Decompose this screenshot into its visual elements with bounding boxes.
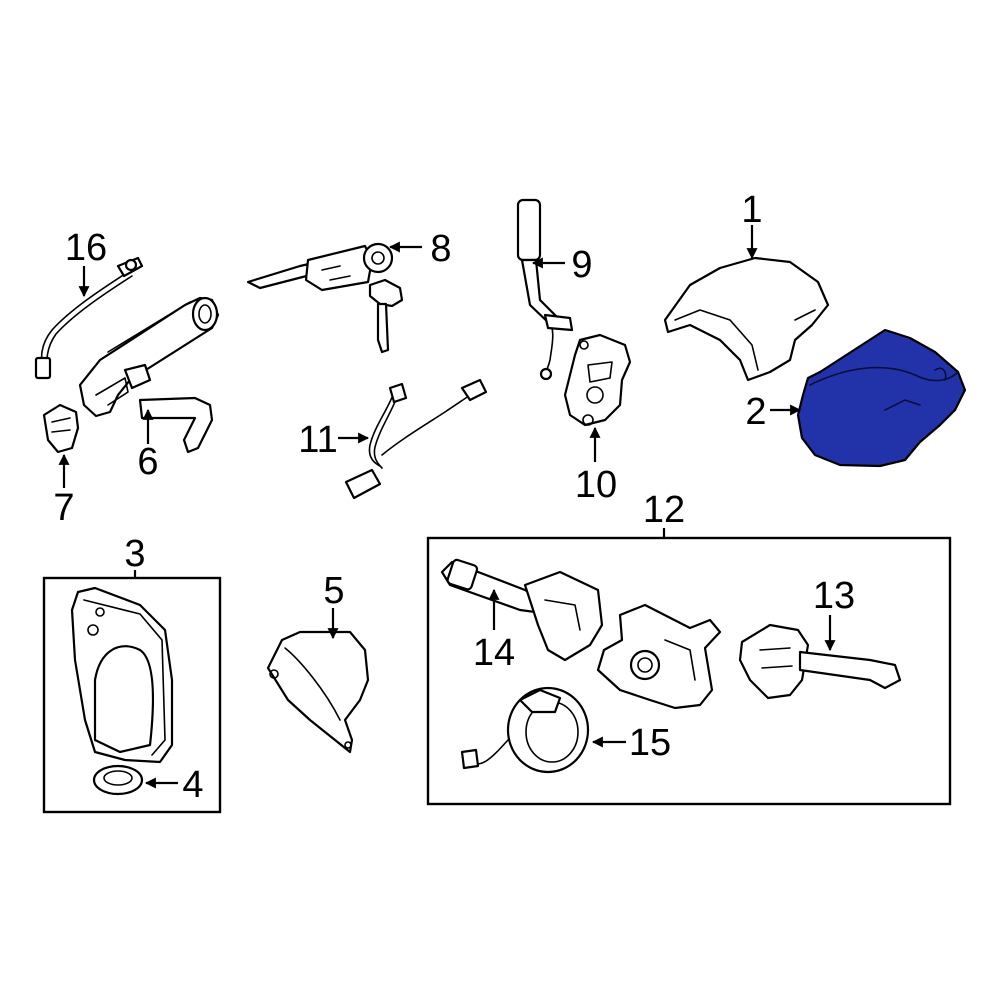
part-8-lock-cylinder[interactable] [246,242,404,354]
callout-4[interactable]: 4 [182,764,203,806]
part-7-switch[interactable] [42,403,80,454]
callout-7[interactable]: 7 [53,487,74,529]
callout-16[interactable]: 16 [65,227,107,269]
part-13-wiper-switch[interactable] [738,623,902,700]
leader-lines [58,225,836,789]
callout-numbers: 1 2 3 4 5 6 7 8 9 10 11 12 13 14 15 16 [53,189,855,806]
part-9-lever[interactable] [516,198,574,381]
part-6-column-housing[interactable] [78,296,220,454]
callout-1[interactable]: 1 [741,189,762,231]
part-4-seal-ring[interactable] [92,764,144,796]
lower-cover-highlight[interactable] [796,328,967,468]
part-16-wire-harness[interactable] [34,256,144,380]
callout-15[interactable]: 15 [629,722,671,764]
part-14-light-switch[interactable] [440,558,604,662]
part-2-lower-cover[interactable] [796,328,967,468]
callout-14[interactable]: 14 [473,632,515,674]
callout-2[interactable]: 2 [745,391,766,433]
callout-12[interactable]: 12 [643,489,685,531]
callout-5[interactable]: 5 [323,570,344,612]
part-5-dust-cover[interactable] [266,630,370,754]
callout-9[interactable]: 9 [571,244,592,286]
callout-6[interactable]: 6 [137,441,158,483]
part-11-harness[interactable] [344,378,488,500]
callout-8[interactable]: 8 [430,228,451,270]
part-1-upper-cover[interactable] [663,256,830,382]
part-10-switch-bracket[interactable] [563,333,632,427]
part-3-boot[interactable] [70,586,174,764]
callout-11[interactable]: 11 [298,419,337,461]
group-box-3 [42,576,222,814]
part-12-bracket[interactable] [596,603,722,710]
callout-13[interactable]: 13 [813,575,855,617]
part-15-clock-spring[interactable] [460,686,590,774]
callout-10[interactable]: 10 [575,464,617,506]
group-box-12 [426,536,952,806]
callout-3[interactable]: 3 [124,533,145,575]
